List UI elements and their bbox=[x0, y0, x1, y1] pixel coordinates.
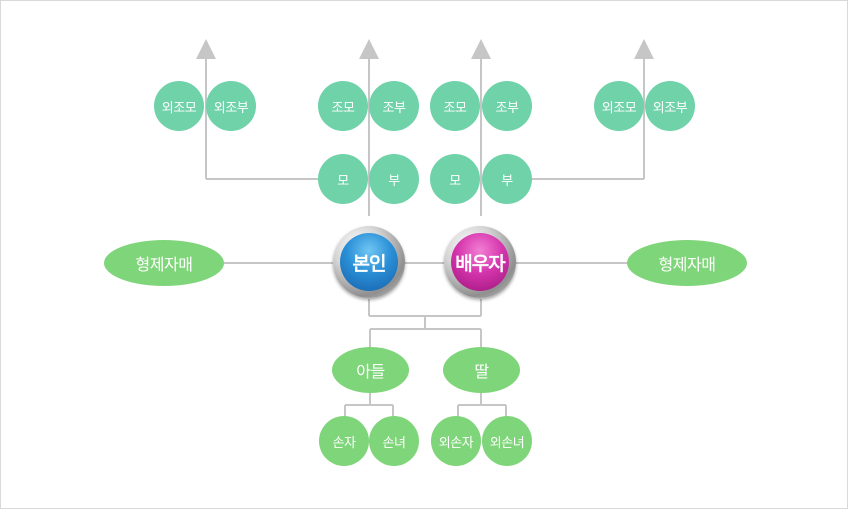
self-maternal-grandmother-node: 외조모 bbox=[154, 81, 204, 131]
self-father-node: 부 bbox=[369, 154, 419, 204]
grandson-node: 손자 bbox=[319, 416, 369, 466]
daughter-granddaughter-node: 외손녀 bbox=[482, 416, 532, 466]
spouse-maternal-grandfather-node: 외조부 bbox=[645, 81, 695, 131]
self-grandfather-node: 조부 bbox=[369, 81, 419, 131]
spouse-maternal-grandmother-node: 외조모 bbox=[594, 81, 644, 131]
spouse-grandfather-node: 조부 bbox=[482, 81, 532, 131]
spouse-node: 배우자 bbox=[444, 226, 516, 298]
spouse-mother-node: 모 bbox=[430, 154, 480, 204]
daughter-grandson-node: 외손자 bbox=[431, 416, 481, 466]
daughter-node: 딸 bbox=[443, 347, 520, 393]
self-grandmother-node: 조모 bbox=[318, 81, 368, 131]
son-node: 아들 bbox=[332, 347, 409, 393]
self-siblings-node: 형제자매 bbox=[104, 240, 224, 286]
self-maternal-grandfather-node: 외조부 bbox=[206, 81, 256, 131]
spouse-label: 배우자 bbox=[451, 233, 509, 291]
spouse-father-node: 부 bbox=[482, 154, 532, 204]
spouse-grandmother-node: 조모 bbox=[430, 81, 480, 131]
self-node: 본인 bbox=[333, 226, 405, 298]
spouse-siblings-node: 형제자매 bbox=[627, 240, 747, 286]
self-mother-node: 모 bbox=[318, 154, 368, 204]
self-label: 본인 bbox=[340, 233, 398, 291]
granddaughter-node: 손녀 bbox=[369, 416, 419, 466]
